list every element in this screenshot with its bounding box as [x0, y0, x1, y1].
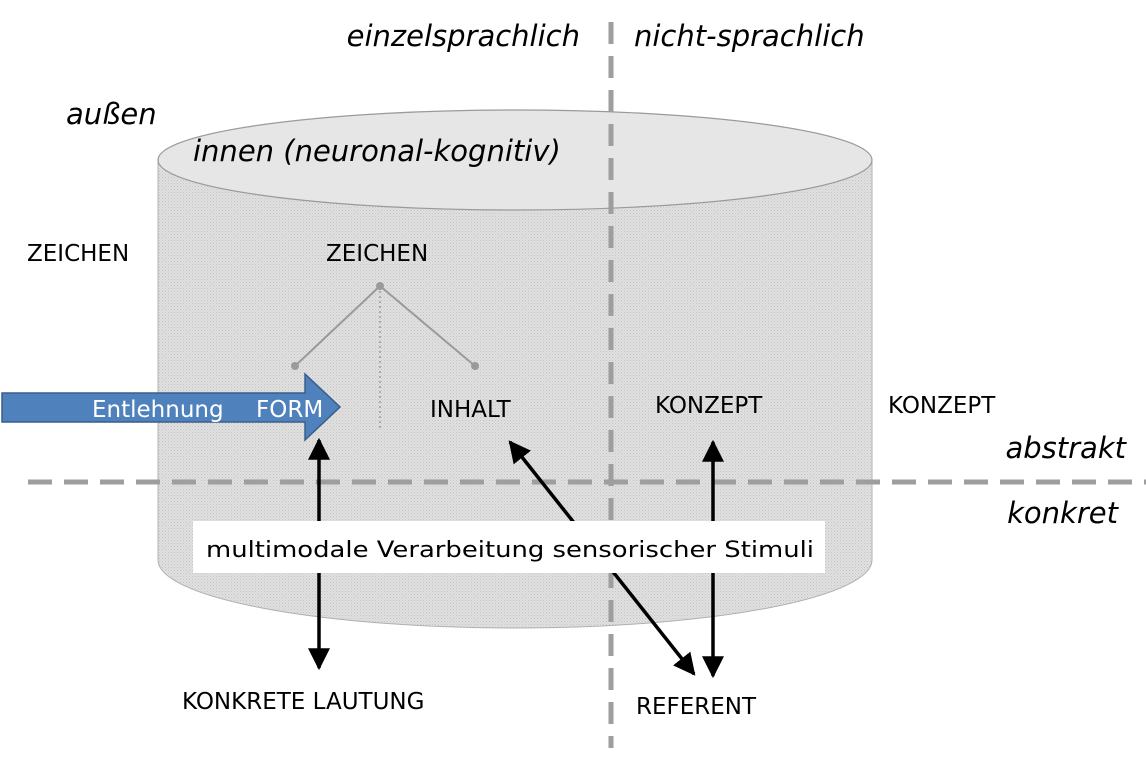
label-innen: innen (neuronal-kognitiv) [193, 134, 561, 168]
label-zeichen-inner: ZEICHEN [326, 241, 428, 267]
label-referent: REFERENT [636, 694, 757, 720]
sign-tree [291, 282, 479, 428]
label-form: FORM [256, 397, 323, 423]
tree-node-left [291, 362, 299, 370]
label-inhalt: INHALT [430, 397, 512, 423]
tree-node-top [376, 282, 384, 290]
label-multimodal: multimodale Verarbeitung sensorischer St… [206, 538, 814, 563]
tree-branch-right [379, 285, 476, 367]
tree-branch-left [294, 285, 381, 367]
label-zeichen-outer: ZEICHEN [27, 241, 129, 267]
label-konkret: konkret [1007, 496, 1119, 530]
label-konkrete-lautung: KONKRETE LAUTUNG [182, 689, 424, 715]
label-entlehnung: Entlehnung [92, 397, 224, 423]
tree-node-right [471, 362, 479, 370]
label-einzelsprachlich: einzelsprachlich [347, 19, 580, 53]
label-nicht-sprachlich: nicht-sprachlich [634, 19, 865, 53]
label-abstrakt: abstrakt [1005, 431, 1127, 465]
entlehnung-arrow [1, 372, 342, 442]
label-konzept-outer: KONZEPT [888, 393, 996, 419]
cylinder-top [157, 109, 873, 211]
label-aussen: außen [66, 97, 157, 131]
label-konzept-inner: KONZEPT [655, 393, 763, 419]
multimodal-box [193, 521, 825, 573]
